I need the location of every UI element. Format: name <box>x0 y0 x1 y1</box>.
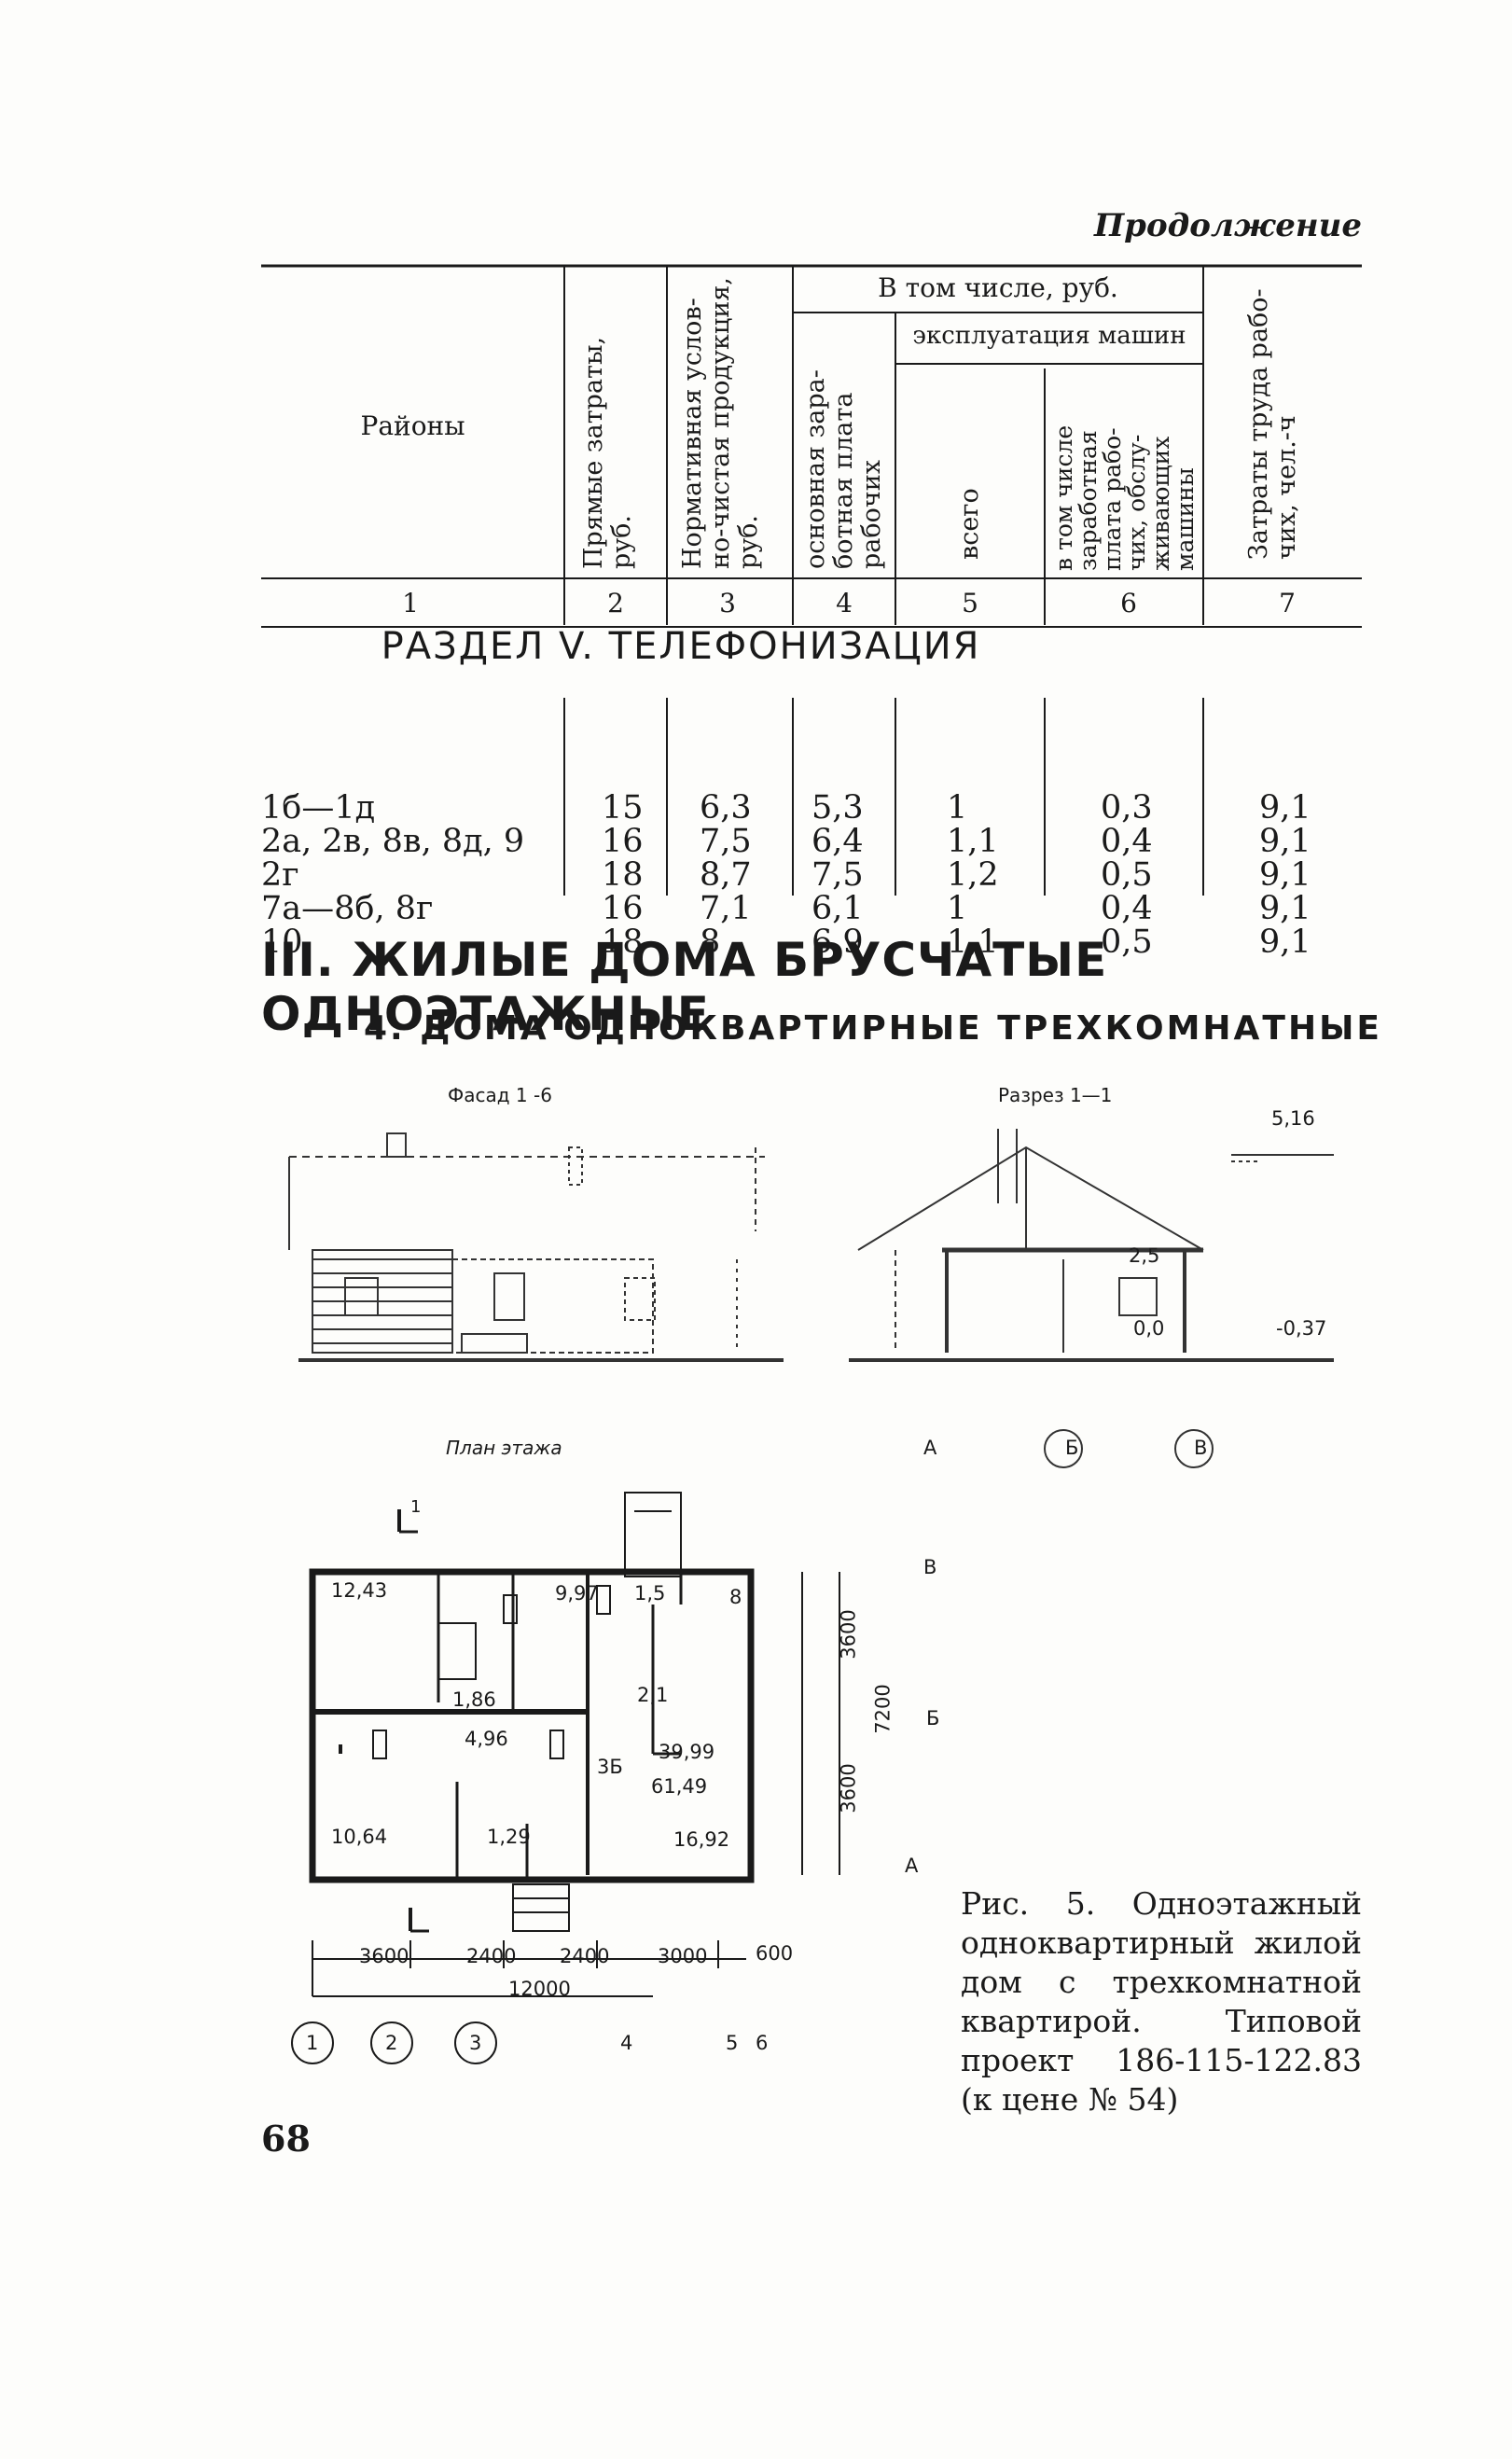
figure-caption: Рис. 5. Одноэтажный одноквартирный жилой… <box>961 1885 1362 2118</box>
section-label: Разрез 1—1 <box>998 1084 1113 1106</box>
dimension: 3600 <box>837 1609 860 1660</box>
header-regions: Районы <box>360 410 465 441</box>
header-total: всего <box>955 488 984 560</box>
floor-plan-drawing <box>291 1492 840 2064</box>
facade-drawing <box>288 1132 784 1362</box>
axis-number: 3 <box>469 2032 482 2054</box>
column-number: 1 <box>402 588 419 618</box>
elevation-mark-mid: 2,5 <box>1129 1244 1160 1267</box>
room-area: 4,96 <box>465 1728 508 1750</box>
axis-letter: Б <box>926 1707 940 1730</box>
table-rules <box>261 264 1362 896</box>
chapter-heading: III. ЖИЛЫЕ ДОМА БРУСЧАТЫЕ ОДНОЭТАЖНЫЕ <box>261 933 1108 1041</box>
axis-v-label: В <box>1194 1437 1208 1459</box>
room-area: 1,86 <box>452 1688 496 1711</box>
dimension: 3600 <box>359 1945 409 1967</box>
section-heading: 4. ДОМА ОДНОКВАРТИРНЫЕ ТРЕХКОМНАТНЫЕ <box>364 1009 1382 1048</box>
room-area: 1,5 <box>634 1582 666 1605</box>
room-area: 39,99 <box>659 1741 715 1763</box>
plan-label: План этажа <box>446 1437 562 1459</box>
axis-letter: В <box>923 1556 937 1578</box>
header-labor: Затраты труда рабо-чих, чел.-ч <box>1244 288 1301 560</box>
axis-number: 2 <box>385 2032 398 2054</box>
header-normative: Нормативная услов-но-чистая продукция,ру… <box>678 277 763 569</box>
axis-b-label: Б <box>1065 1437 1079 1459</box>
dimension-total: 7200 <box>871 1684 895 1734</box>
room-area: 10,64 <box>331 1826 388 1848</box>
header-machines: эксплуатация машин <box>912 322 1186 350</box>
room-area: 2,1 <box>637 1684 669 1706</box>
dimension: 3000 <box>658 1945 708 1967</box>
section-cut-label: 1 <box>410 1497 422 1517</box>
axis-a-label: А <box>923 1437 937 1459</box>
axis-number: 5 <box>726 2032 739 2054</box>
dimension: 2400 <box>560 1945 610 1967</box>
elevation-mark-ground: -0,37 <box>1276 1317 1327 1340</box>
axis-number: 4 <box>620 2032 633 2054</box>
dimension-total: 12000 <box>508 1978 571 2000</box>
room-area: 1,29 <box>487 1826 531 1848</box>
column-number: 2 <box>607 588 624 618</box>
section-drawing <box>849 1129 1334 1362</box>
page-number: 68 <box>261 2118 311 2160</box>
header-direct-costs: Прямые затраты,руб. <box>579 336 636 569</box>
column-number: 6 <box>1120 588 1137 618</box>
elevation-mark-floor: 0,0 <box>1133 1317 1165 1340</box>
room-label: 3Б <box>597 1756 623 1778</box>
room-area: 9,97 <box>555 1582 599 1605</box>
dimension: 2400 <box>466 1945 517 1967</box>
column-number: 7 <box>1279 588 1296 618</box>
continuation-label: Продолжение <box>1094 207 1362 244</box>
room-area: 12,43 <box>331 1579 388 1602</box>
axis-letter: А <box>905 1855 919 1877</box>
axis-number: 6 <box>756 2032 769 2054</box>
facade-label: Фасад 1 -6 <box>448 1084 552 1106</box>
dimension: 3600 <box>837 1763 860 1813</box>
room-area: 8 <box>729 1586 742 1608</box>
axis-number: 1 <box>306 2032 319 2054</box>
column-number: 3 <box>719 588 736 618</box>
section-axis-circles <box>1044 1429 1214 1468</box>
room-area: 61,49 <box>651 1775 708 1798</box>
section-title: РАЗДЕЛ V. ТЕЛЕФОНИЗАЦИЯ <box>381 625 981 668</box>
column-number: 4 <box>836 588 853 618</box>
dimension: 600 <box>756 1942 794 1965</box>
elevation-mark-top: 5,16 <box>1271 1107 1315 1130</box>
room-area: 16,92 <box>673 1828 730 1851</box>
header-including: В том числе, руб. <box>878 272 1118 303</box>
column-number: 5 <box>962 588 978 618</box>
